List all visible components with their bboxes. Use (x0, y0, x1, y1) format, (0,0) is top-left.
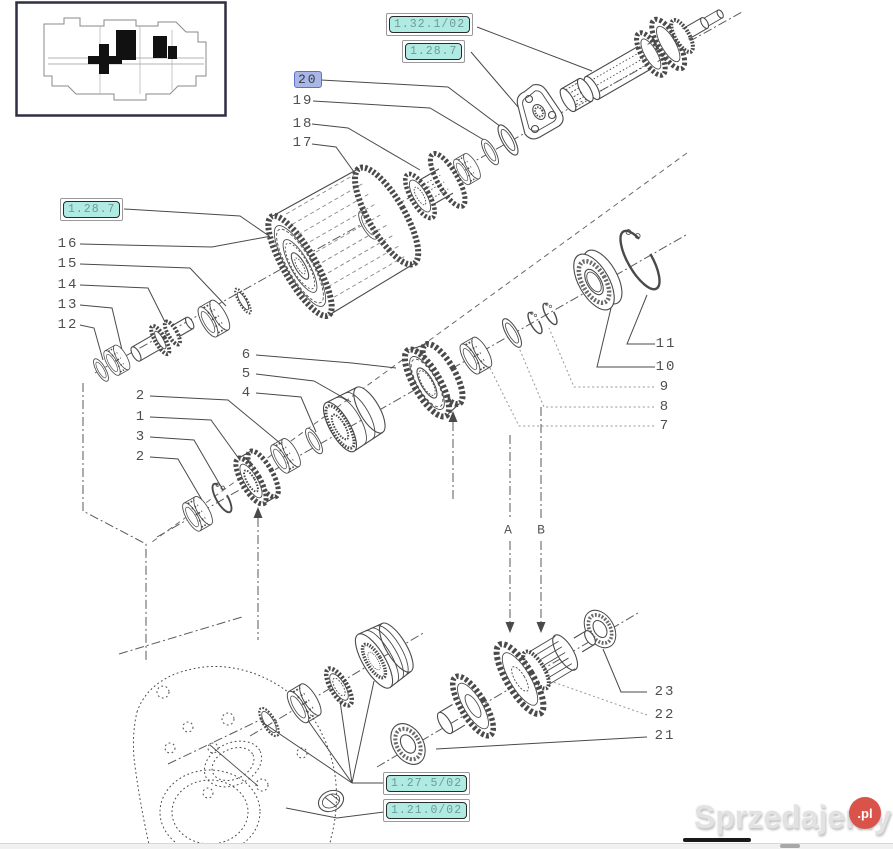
cluster-small-parts (258, 622, 414, 738)
ref-label-drum[interactable]: 1.28.7 (60, 198, 124, 221)
needle-bearing-7-part (455, 333, 497, 378)
scrollbar-thumb[interactable] (780, 844, 800, 848)
bearing-23-part (575, 602, 625, 656)
callout-12: 12 (57, 317, 79, 333)
synchro-sleeve-5-part (322, 386, 386, 453)
small-oval-part (317, 789, 345, 813)
synchro-ring-part (258, 706, 280, 738)
callout-17: 17 (292, 135, 314, 151)
clip-9a-part (524, 309, 547, 337)
pinion-shaft-14-part (130, 316, 195, 362)
callout-5: 5 (241, 366, 253, 382)
arrow-a-down (505, 622, 515, 633)
double-gear-18-part (403, 151, 468, 221)
callout-3: 3 (135, 429, 147, 445)
arrow-up-hub (253, 507, 263, 518)
ring-19-part (477, 136, 503, 168)
cluster-gear-small (449, 673, 497, 739)
callout-18: 18 (292, 116, 314, 132)
section-arrows (253, 407, 546, 640)
splined-collar-part (559, 77, 594, 113)
callout-9: 9 (659, 379, 671, 395)
callout-13: 13 (57, 297, 79, 313)
ribbed-drum-part (354, 622, 414, 689)
support-yoke-part (516, 84, 564, 140)
ref-label-yoke[interactable]: 1.28.7 (402, 40, 466, 63)
gear-6-part (401, 340, 466, 420)
callout-15: 15 (57, 256, 79, 272)
callout-22: 22 (654, 707, 676, 723)
shaft-stub (573, 630, 596, 653)
gear-hub-1-part (233, 448, 281, 507)
ring-8-part (498, 315, 526, 351)
watermark-tld: .pl (857, 805, 873, 821)
callout-7: 7 (659, 418, 671, 434)
watermark-tld-badge: .pl (849, 797, 881, 829)
bearing-21-part (381, 715, 435, 773)
watermark-underline (683, 838, 751, 842)
callout-19: 19 (292, 93, 314, 109)
section-letter-a: A (502, 522, 514, 538)
counter-shaft-assembly (381, 602, 625, 773)
ref-label-housing[interactable]: 1.21.0/02 (383, 799, 471, 822)
callout-4: 4 (241, 385, 253, 401)
callout-2b: 2 (135, 449, 147, 465)
callout-14: 14 (57, 277, 79, 293)
clip-9b-part (539, 300, 562, 328)
leader-lines (79, 26, 655, 819)
ref-label-cluster[interactable]: 1.27.5/02 (383, 772, 471, 795)
callout-10: 10 (655, 359, 677, 375)
callout-2a: 2 (135, 388, 147, 404)
mainshaft-middle-row (178, 229, 661, 535)
callout-23: 23 (654, 684, 676, 700)
spline-ring-16-part (234, 287, 252, 315)
clutch-drum-part (265, 164, 422, 320)
front-collar (436, 704, 466, 735)
small-gear-part (323, 666, 355, 708)
cluster-gear-large (493, 641, 547, 717)
snap-ring-11-part (619, 229, 661, 291)
seal-ring-20-part (493, 121, 523, 159)
callout-8: 8 (659, 399, 671, 415)
callout-21: 21 (654, 728, 676, 744)
schematic-inset (15, 1, 227, 117)
callout-11: 11 (655, 336, 677, 352)
ref-label-shaft[interactable]: 1.32.1/02 (386, 13, 474, 36)
needle-bearing-15-part (193, 296, 235, 341)
section-letter-b: B (535, 522, 547, 538)
splined-section (521, 634, 579, 691)
callout-16: 16 (57, 236, 79, 252)
horizontal-scrollbar[interactable] (0, 843, 893, 849)
arrow-up-gear (448, 411, 458, 422)
callout-6: 6 (241, 347, 253, 363)
snap-ring-3-part (208, 479, 238, 516)
upper-row-assembly (90, 9, 724, 384)
callout-1: 1 (135, 409, 147, 425)
arrow-b-down (536, 622, 546, 633)
ball-bearing-10-part (573, 249, 623, 311)
callout-20-selected[interactable]: 20 (294, 71, 322, 88)
input-shaft-part (583, 9, 724, 101)
